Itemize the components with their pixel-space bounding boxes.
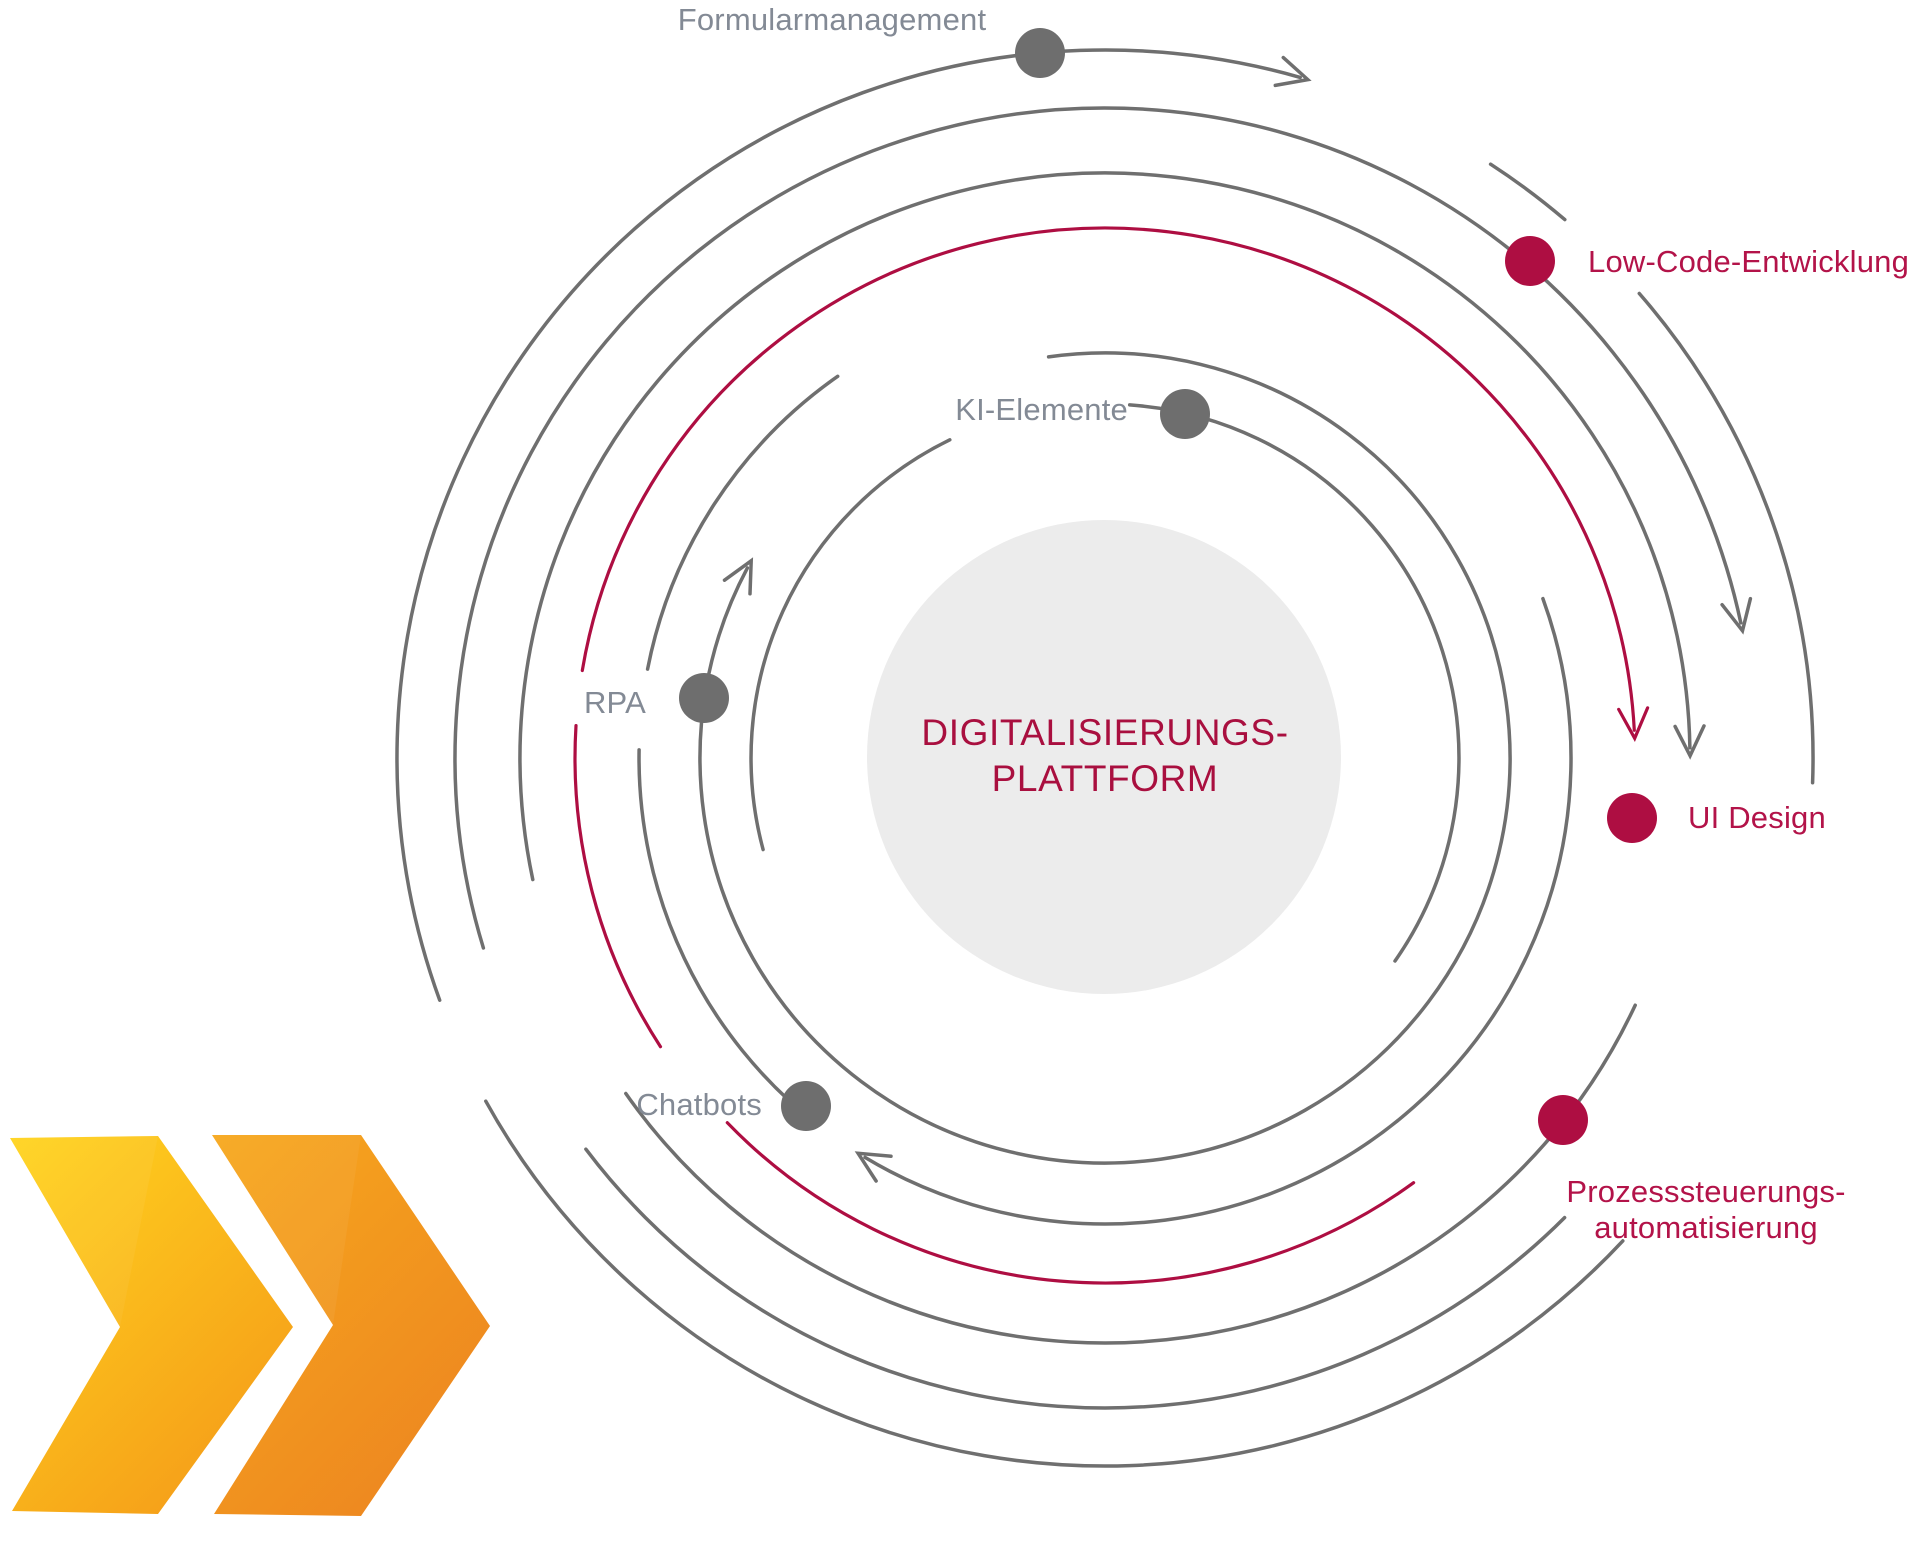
formularmanagement-label: Formularmanagement (677, 2, 987, 37)
prozess-label-line2: automatisierung (1594, 1210, 1818, 1245)
gray-orbit-arc (1637, 291, 1815, 785)
gray-orbit-arc (484, 1099, 1625, 1468)
crimson-orbit-arc (573, 724, 663, 1049)
logo-chevron-icon (212, 1135, 490, 1516)
low-code-entwicklung-dot (1505, 236, 1555, 286)
center-platform-circle (867, 520, 1341, 994)
gray-orbit-arc (637, 748, 820, 1127)
low-code-entwicklung-label: Low-Code-Entwicklung (1588, 244, 1910, 279)
orbit-arcs (395, 48, 1815, 1468)
chatbots-dot (781, 1081, 831, 1131)
prozesssteuerungsautomatisierung-dot (1538, 1095, 1588, 1145)
gray-orbit-arc (1127, 403, 1461, 963)
ki-elemente-dot (1160, 389, 1210, 439)
gray-orbit-arc (624, 1003, 1637, 1345)
logo-chevron-icon (10, 1136, 293, 1514)
center-title-line2: PLATTFORM (991, 758, 1219, 799)
arrowhead-icon (722, 557, 754, 596)
formularmanagement-dot (1015, 28, 1065, 78)
gray-orbit-arc (518, 171, 1692, 882)
rpa-label: RPA (583, 685, 646, 720)
gray-orbit-arc (645, 374, 840, 671)
chatbots-label: Chatbots (636, 1087, 762, 1122)
center-title-line1: DIGITALISIERUNGS- (921, 712, 1289, 753)
ui-design-label: UI Design (1688, 800, 1826, 835)
gray-orbit-arc (749, 438, 952, 852)
ki-elemente-label: KI-Elemente (955, 392, 1128, 427)
crimson-orbit-arc (725, 1121, 1416, 1285)
company-logo (10, 1135, 490, 1516)
ui-design-dot (1607, 793, 1657, 843)
arrowhead-icon (1673, 724, 1706, 760)
gray-orbit-arc (453, 106, 1743, 950)
logo-facet-highlight (212, 1135, 361, 1325)
gray-orbit-arc (698, 351, 1512, 1165)
arrowhead-icon (854, 1151, 893, 1183)
arrowhead-icon (1617, 706, 1650, 742)
rpa-dot (679, 673, 729, 723)
gray-orbit-arc (863, 596, 1573, 1226)
arrowhead-icon (1273, 55, 1312, 88)
center-platform-title: DIGITALISIERUNGS- PLATTFORM (921, 710, 1288, 802)
gray-orbit-arc (584, 1147, 1567, 1410)
logo-facet-highlight (10, 1136, 158, 1327)
crimson-orbit-arc (580, 226, 1636, 732)
arrowhead-icon (1720, 596, 1753, 635)
prozess-label-line1: Prozesssteuerungs- (1566, 1174, 1846, 1209)
gray-orbit-arc (1488, 162, 1567, 222)
prozesssteuerungsautomatisierung-label: Prozesssteuerungs- automatisierung (1566, 1174, 1845, 1246)
